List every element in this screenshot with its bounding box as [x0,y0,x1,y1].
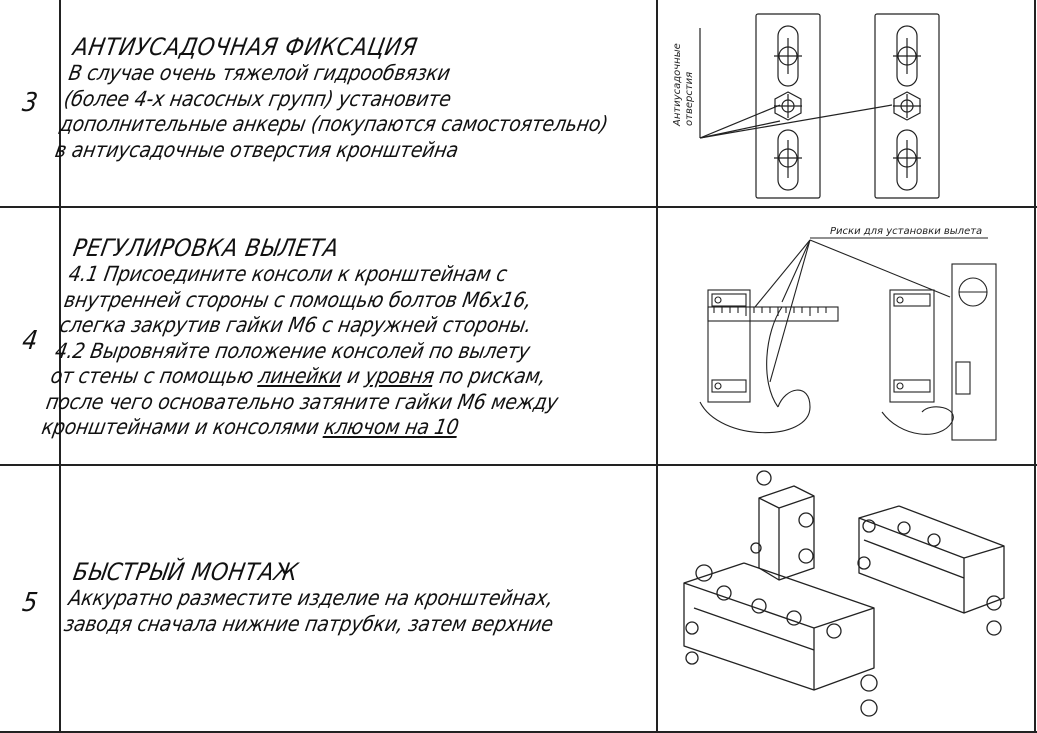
bracket-holes-figure: Антиусадочные отверстия [672,13,940,199]
table-right-border [1034,0,1036,733]
step-line: 4.2 Выровняйте положение консолей по выл… [53,338,532,363]
row-divider [0,464,1037,466]
text-fragment: от стены с помощью [48,364,262,388]
step-line: от стены с помощью линейки и уровня по р… [49,364,633,390]
underlined-wrench: ключом на 10 [322,415,461,439]
step-number: 4 [20,326,40,356]
step-title: АНТИУСАДОЧНАЯ ФИКСАЦИЯ [71,33,420,61]
step-line: (более 4-х насосных групп) установите [62,86,454,111]
step-title: БЫСТРЫЙ МОНТАЖ [71,558,301,586]
figure-label: Антиусадочные [672,43,683,127]
figure-label: отверстия [684,72,695,126]
step-line: слегка закрутив гайки М6 с наружней стор… [57,313,534,337]
step-text: АНТИУСАДОЧНАЯ ФИКСАЦИЯ В случае очень тя… [53,33,656,163]
step-line: кронштейнами и консолями ключом на 10 [40,415,624,441]
step-title: РЕГУЛИРОВКА ВЫЛЕТА [71,234,342,262]
step-line: после чего основательно затяните гайки М… [44,389,560,414]
offset-adjustment-figure: Риски для установки вылета [699,226,997,441]
underlined-ruler: линейки [256,364,344,388]
step-number: 5 [20,588,40,618]
figure-label: Риски для установки вылета [830,226,982,237]
step-line: заводя сначала нижние патрубки, затем ве… [62,611,556,636]
step-line: внутренней стороны с помощью болтов М6х1… [62,287,534,312]
step-line: В случае очень тяжелой гидрообвязки [66,61,453,85]
text-fragment: по рискам, [431,364,548,388]
step-line: дополнительные анкеры (покупаются самост… [57,112,610,136]
table-bottom-border [0,731,1037,733]
step-line: Аккуратно разместите изделие на кронштей… [66,586,556,610]
step-text: РЕГУЛИРОВКА ВЫЛЕТА 4.1 Присоедините конс… [40,234,656,441]
step-line: 4.1 Присоедините консоли к кронштейнам с [66,262,509,286]
column-divider [59,0,61,733]
row-divider [0,206,1037,208]
manifold-assembly-figure [683,470,1005,717]
step-line: в антиусадочные отверстия кронштейна [53,137,461,162]
text-fragment: кронштейнами и консолями [39,415,327,439]
step-number: 3 [20,88,40,118]
underlined-level: уровня [363,364,437,388]
step-text: БЫСТРЫЙ МОНТАЖ Аккуратно разместите изде… [62,558,656,637]
column-divider [656,0,658,733]
